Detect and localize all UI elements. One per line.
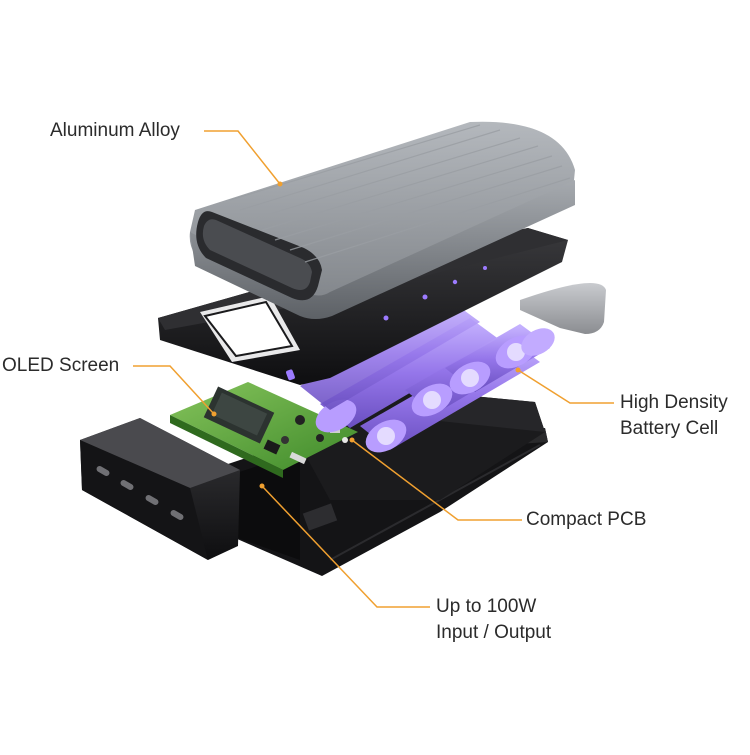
- callout-line-ports: [261, 485, 430, 608]
- label-battery-line1: High Density: [620, 392, 728, 413]
- aluminum-shell: [189, 121, 575, 319]
- port-block: [80, 418, 240, 560]
- label-battery-cell: High Density Battery Cell: [620, 390, 728, 442]
- callout-line-aluminum: [204, 130, 281, 185]
- label-battery-line2: Battery Cell: [620, 418, 719, 439]
- callout-line-oled: [133, 365, 215, 415]
- label-aluminum-alloy-text: Aluminum Alloy: [50, 120, 180, 141]
- battery-cell-3: [300, 300, 480, 410]
- end-cap: [520, 282, 606, 334]
- battery-cells: [300, 300, 555, 453]
- label-compact-pcb-text: Compact PCB: [526, 509, 647, 530]
- callout-line-pcb: [351, 439, 522, 521]
- battery-cell-6: [495, 328, 555, 369]
- callout-line-battery: [517, 369, 614, 404]
- label-ports-line1: Up to 100W: [436, 596, 537, 617]
- label-ports-line2: Input / Output: [436, 622, 552, 643]
- label-ports: Up to 100W Input / Output: [436, 594, 551, 646]
- label-oled-screen-text: OLED Screen: [2, 355, 120, 376]
- label-oled-screen: OLED Screen: [2, 353, 119, 379]
- callout-dots: [211, 181, 521, 489]
- battery-cell-1: [315, 318, 500, 433]
- callout-lines: [133, 130, 614, 608]
- label-compact-pcb: Compact PCB: [526, 507, 646, 533]
- label-aluminum-alloy: Aluminum Alloy: [50, 118, 180, 144]
